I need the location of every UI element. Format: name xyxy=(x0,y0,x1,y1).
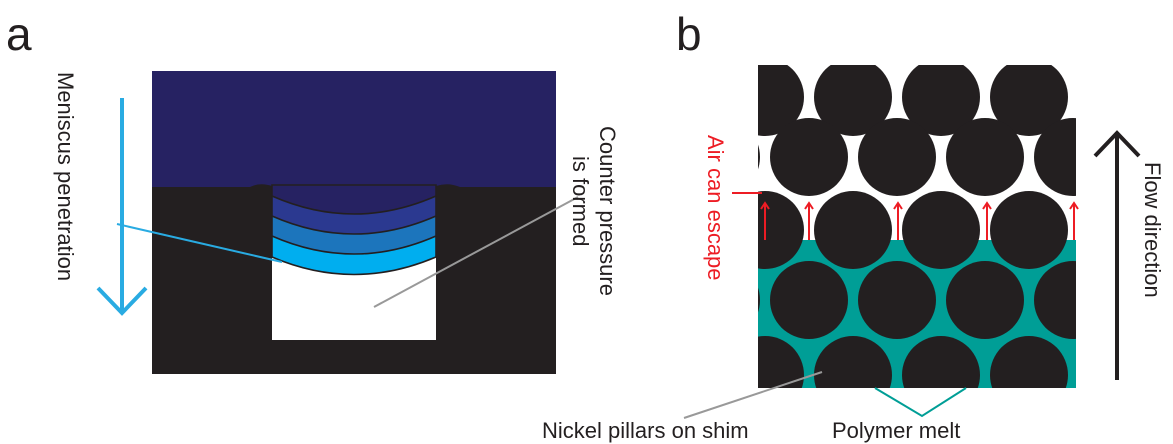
nickel-pillar xyxy=(858,261,936,339)
nickel-pillar xyxy=(758,287,760,313)
panel-a: a Meniscus penetration Counter pressure … xyxy=(6,8,620,374)
air-can-escape-label: Air can escape xyxy=(703,135,728,281)
panel-a-letter: a xyxy=(6,8,32,60)
pressure-leader-line xyxy=(373,196,579,308)
nickel-pillar xyxy=(814,336,892,388)
nickel-pillar xyxy=(1034,261,1076,339)
nickel-pillar xyxy=(902,191,980,269)
pillar-array xyxy=(638,58,1076,414)
nickel-pillar xyxy=(770,118,848,196)
flow-arrow xyxy=(1093,130,1141,380)
air-arrows xyxy=(760,201,1079,240)
nickel-pillar xyxy=(758,65,804,136)
nickel-pillar xyxy=(946,261,1024,339)
pressure-label-line1: Counter pressure xyxy=(595,126,620,296)
meniscus-penetration-label: Meniscus penetration xyxy=(53,72,78,281)
flow-direction-label: Flow direction xyxy=(1140,162,1165,298)
nickel-pillar xyxy=(1034,118,1076,196)
nickel-pillar xyxy=(638,336,716,414)
polymer-melt-label: Polymer melt xyxy=(832,418,960,443)
pressure-label-line2: is formed xyxy=(568,156,593,246)
nickel-pillar xyxy=(990,65,1068,136)
panel-b: b Air can escape Flow direction Nickel p… xyxy=(542,8,1165,443)
nickel-pillar xyxy=(758,191,804,269)
nickel-pillar xyxy=(814,191,892,269)
nickel-pillar xyxy=(990,191,1068,269)
nickel-pillar xyxy=(990,336,1068,388)
nickel-pillar xyxy=(946,118,1024,196)
nickel-pillar xyxy=(758,336,804,388)
shim-with-cavity xyxy=(152,184,556,374)
nickel-pillar xyxy=(902,336,980,388)
nickel-pillar xyxy=(758,144,760,170)
nickel-pillar xyxy=(814,65,892,136)
mold-polymer-block xyxy=(152,71,556,191)
pillars-leader-line xyxy=(683,371,823,419)
nickel-pillar xyxy=(858,118,936,196)
meniscus-top xyxy=(271,184,437,215)
nickel-pillars-label: Nickel pillars on shim xyxy=(542,418,749,443)
panel-b-letter: b xyxy=(676,8,702,60)
polymer-leader-line xyxy=(874,387,967,418)
nickel-pillar xyxy=(770,261,848,339)
nickel-pillars xyxy=(638,58,1076,414)
nickel-pillar xyxy=(638,58,716,136)
meniscus-leader-line xyxy=(116,223,283,263)
meniscus-arrow xyxy=(96,98,148,316)
nickel-pillar xyxy=(902,65,980,136)
